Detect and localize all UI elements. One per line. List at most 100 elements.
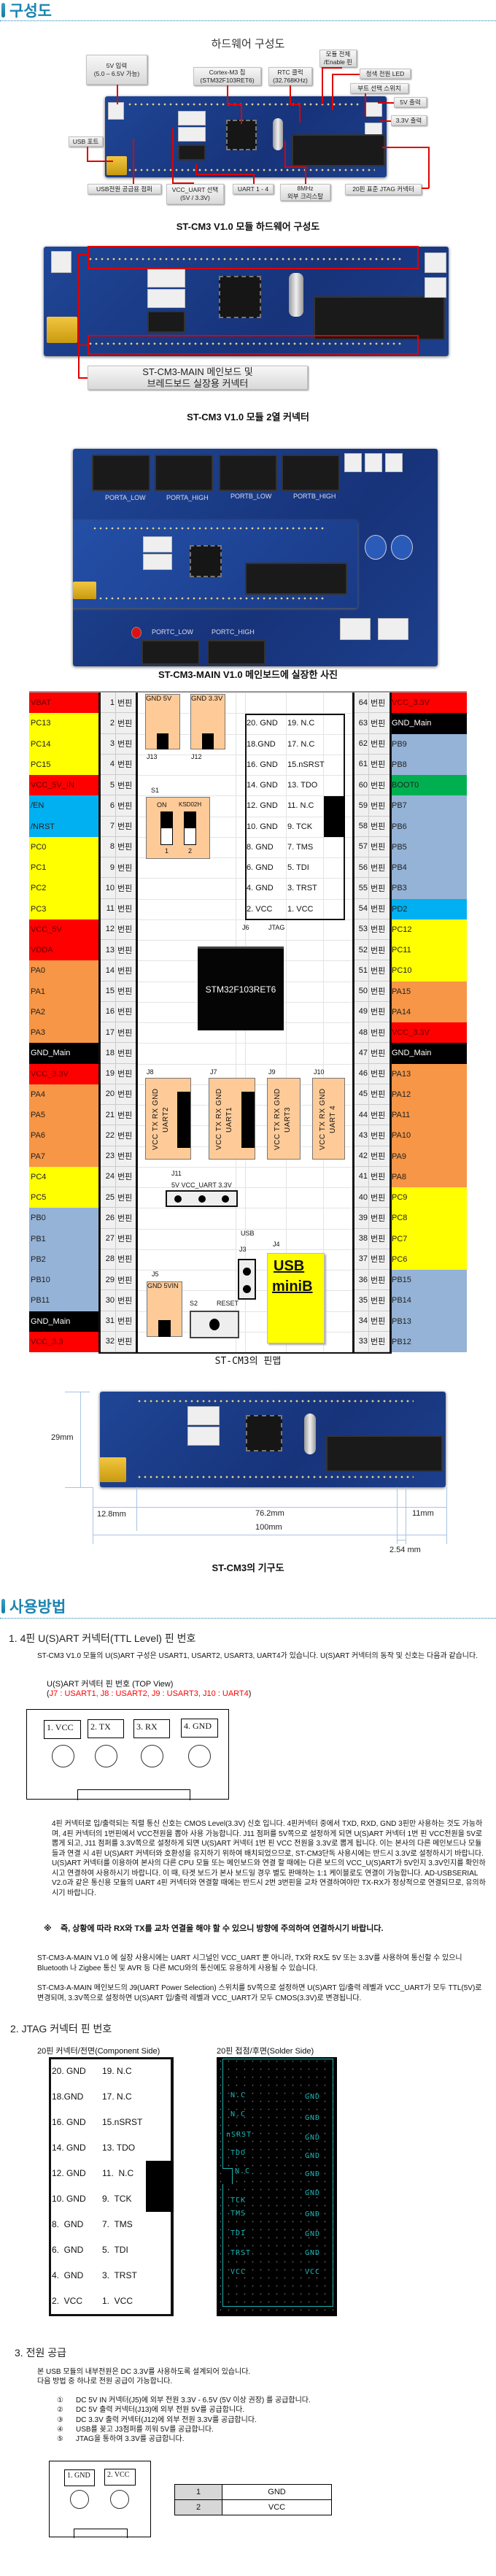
- j5-key: [158, 1320, 171, 1337]
- j3-jumper[interactable]: [238, 1259, 256, 1300]
- pin-label-right: PC12: [390, 919, 467, 940]
- leader-line: [78, 254, 80, 378]
- dim-total: 100mm: [255, 1523, 282, 1532]
- uart-connector-label: J8: [147, 1068, 154, 1076]
- pin-suffix: 번핀: [368, 960, 390, 982]
- pin-number-left: 14: [99, 960, 115, 982]
- j11-jumper-header[interactable]: [166, 1190, 238, 1207]
- callout-line: VCC_UART 선택: [171, 186, 219, 193]
- jtag-pin-even: 20. GND: [247, 719, 278, 728]
- highlight-top-header: [88, 246, 419, 269]
- callout-line: 5V 입력: [106, 61, 128, 69]
- list-item: DC 5V 출력 커넥터(J13)에 외부 전원 5V를 공급합니다.: [76, 2406, 245, 2415]
- pin-number-left: 27: [99, 1228, 115, 1249]
- callout-line: Cortex-M3 칩: [209, 68, 246, 76]
- board-label: PORTA_HIGH: [166, 494, 209, 501]
- jtag-pin-even: 10. GND: [52, 2194, 86, 2204]
- pin-label-left: PB11: [29, 1290, 99, 1311]
- pin-label-left: PA7: [29, 1146, 99, 1167]
- section-bar-icon: [1, 3, 5, 18]
- uart-pin-names: VCC TX RX GND: [152, 1088, 160, 1151]
- pin-hole: [141, 1745, 163, 1767]
- pin-number-left: 20: [99, 1084, 115, 1105]
- usb-minib-connector: USB miniB: [267, 1253, 325, 1343]
- jtag-pin-odd: 5. TDI: [287, 863, 309, 873]
- pin-suffix: 번핀: [115, 1187, 136, 1208]
- j12-label: J12: [191, 753, 202, 760]
- pin-number-right: 34: [353, 1311, 368, 1332]
- solder-pin-right: GND: [305, 2152, 321, 2160]
- pin-number: 1: [174, 2484, 222, 2500]
- dim-left: 12.8mm: [97, 1510, 126, 1519]
- pin-suffix: 번핀: [115, 1125, 136, 1146]
- pin-suffix: 번핀: [368, 981, 390, 1002]
- jtag-pin-even: 10. GND: [247, 822, 278, 831]
- hardware-title: 하드웨어 구성도: [211, 38, 285, 50]
- pin-number-left: 13: [99, 940, 115, 961]
- pin-number-right: 51: [353, 960, 368, 982]
- pin-suffix: 번핀: [115, 795, 136, 817]
- pin-label-left: PB10: [29, 1270, 99, 1291]
- pin-number-left: 15: [99, 981, 115, 1002]
- pin-number: 2: [174, 2499, 222, 2515]
- list-item: JTAG을 통하여 3.3V를 공급합니다.: [76, 2435, 185, 2444]
- pin-label-right: PA14: [390, 1001, 467, 1022]
- pin-suffix: 번핀: [368, 1311, 390, 1332]
- solder-pin-right: VCC: [305, 2268, 321, 2276]
- pin-number-left: 22: [99, 1125, 115, 1146]
- solder-pin-right: GND: [305, 2093, 321, 2101]
- s1-switch-2[interactable]: [184, 811, 196, 845]
- solder-pin-right: GND: [305, 2189, 321, 2197]
- jtag-solder-title: 20핀 접점/후면(Solder Side): [217, 2047, 314, 2056]
- pin-number-left: 3: [99, 733, 115, 755]
- pin-number-right: 39: [353, 1208, 368, 1229]
- solder-pin-left: VCC: [230, 2268, 247, 2276]
- pin-label-left: PC1: [29, 857, 99, 879]
- pin-number-left: 4: [99, 754, 115, 775]
- pin-number-left: 10: [99, 878, 115, 899]
- s1-dip-switch[interactable]: [146, 797, 210, 859]
- pin-suffix: 번핀: [368, 1022, 390, 1044]
- pin-label-right: PB14: [390, 1290, 467, 1311]
- pin-number-left: 12: [99, 919, 115, 940]
- pin-number-right: 58: [353, 816, 368, 837]
- jtag-pin-odd: 3. TRST: [102, 2270, 137, 2280]
- pin-label-right: PA8: [390, 1166, 467, 1187]
- uart-pin-label: 4. GND: [181, 1719, 218, 1738]
- uart-main2: ST-CM3-A-MAIN 메인보드의 J9(UART Power Select…: [37, 1984, 482, 2002]
- s1-switch-1[interactable]: [160, 811, 173, 845]
- pin-number-right: 41: [353, 1166, 368, 1187]
- callout-3v3-output: 3.3V 출력: [391, 115, 427, 126]
- uart-name: UART1: [225, 1106, 233, 1133]
- jtag-pin-even: 4. GND: [247, 884, 274, 893]
- pin-suffix: 번핀: [368, 1125, 390, 1146]
- jtag-pin-even: 16. GND: [247, 760, 278, 769]
- callout-5v-output: 5V 출력: [394, 97, 427, 107]
- pin-label-right: PB13: [390, 1311, 467, 1332]
- reset-button[interactable]: [190, 1311, 239, 1338]
- jtag-pin-odd: 19. N.C: [102, 2066, 132, 2076]
- pin-label-right: PA10: [390, 1125, 467, 1146]
- divider: [0, 1618, 496, 1619]
- uart-pin-label: 3. RX: [133, 1719, 170, 1738]
- dim-right: 11mm: [412, 1509, 434, 1518]
- pin-label-left: PA4: [29, 1084, 99, 1105]
- pin-label-right: PB3: [390, 878, 467, 899]
- callout-enable-pin: 모듈 전체/Enable 핀: [319, 50, 357, 67]
- pin-suffix: 번핀: [115, 960, 136, 982]
- section-title: 구성도: [9, 3, 52, 20]
- list-marker: ④: [57, 2425, 63, 2434]
- pin-number-left: 19: [99, 1063, 115, 1084]
- table-border: [98, 693, 101, 1354]
- jtag-pin-odd: 3. TRST: [287, 884, 317, 893]
- callout-line: (32.768KHz): [273, 76, 308, 84]
- dim-pitch-span: 76.2mm: [255, 1509, 284, 1518]
- mcu-chip-label: STM32F103RET6: [205, 984, 276, 995]
- pin-number-left: 28: [99, 1249, 115, 1270]
- uart-diagram-title: U(S)ART 커넥터 핀 번호 (TOP View): [47, 1680, 174, 1689]
- solder-pin-right: GND: [305, 2114, 321, 2122]
- pin-suffix: 번핀: [115, 1105, 136, 1126]
